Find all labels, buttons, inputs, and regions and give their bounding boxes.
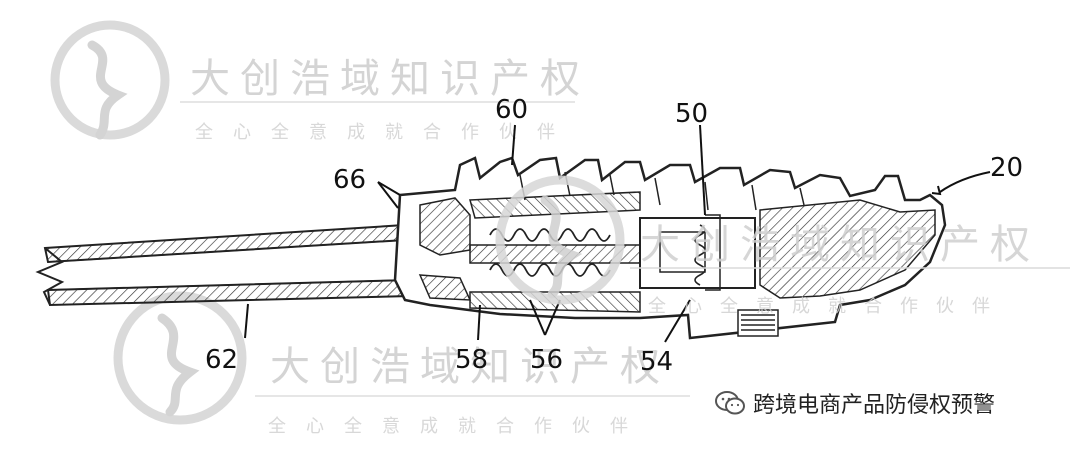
watermark-subtitle-bottom: 全心全意成就合作伙伴: [268, 416, 648, 437]
label-20: 20: [990, 153, 1023, 183]
watermark-title-center: 大创浩域知识产权: [640, 222, 1040, 268]
badge-text: 跨境电商产品防侵权预警: [753, 393, 996, 418]
watermark-subtitle-center: 全心全意成就合作伙伴: [648, 296, 1008, 317]
label-50: 50: [675, 99, 708, 129]
wechat-icon: [715, 391, 745, 415]
watermark-logo-top-left: [50, 20, 170, 140]
label-58: 58: [455, 345, 488, 375]
label-54: 54: [640, 347, 673, 377]
watermark-title-bottom: 大创浩域知识产权: [270, 344, 670, 390]
tube-62: [35, 223, 411, 307]
label-60: 60: [495, 95, 528, 125]
label-62: 62: [205, 345, 238, 375]
watermark-subtitle-top: 全心全意成就合作伙伴: [195, 122, 575, 143]
label-66: 66: [333, 165, 366, 195]
watermark-logo-center: [495, 175, 625, 305]
wechat-badge: 跨境电商产品防侵权预警: [715, 386, 995, 420]
watermark-title-top: 大创浩域知识产权: [190, 56, 590, 102]
label-56: 56: [530, 345, 563, 375]
leader-lines: [244, 124, 991, 343]
